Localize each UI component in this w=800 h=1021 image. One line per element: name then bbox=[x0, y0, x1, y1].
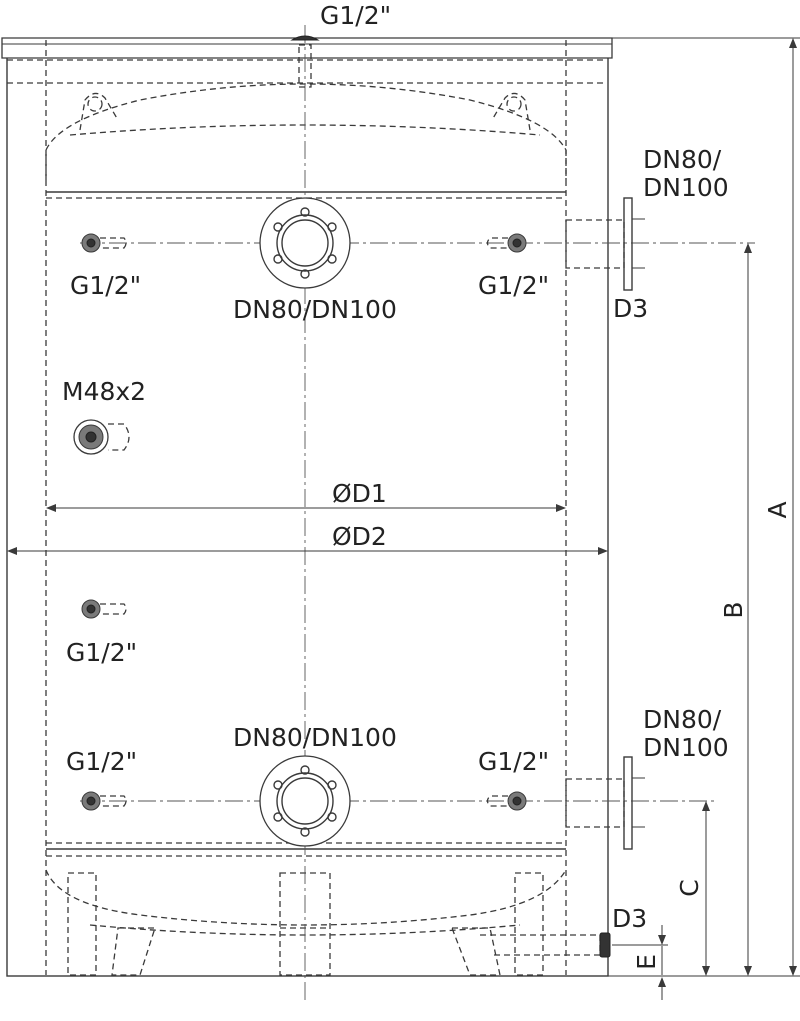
front-flange-top bbox=[259, 197, 351, 289]
outer-jacket bbox=[1, 37, 613, 977]
socket-upper-right bbox=[486, 233, 527, 253]
socket-middle-left bbox=[81, 599, 127, 619]
side-flange-top-label: DN80/ DN100 bbox=[643, 145, 729, 202]
top-connection-label: G1/2" bbox=[320, 1, 391, 30]
socket-lower-right-label: G1/2" bbox=[478, 747, 549, 776]
side-flange-bottom-label-line1: DN80/ bbox=[643, 705, 722, 734]
diameter-d2-label: ØD2 bbox=[332, 522, 387, 551]
side-flange-bottom-label: DN80/ DN100 bbox=[643, 705, 729, 762]
socket-upper-left bbox=[81, 233, 127, 253]
diameter-d1-label: ØD1 bbox=[332, 479, 387, 508]
drain-pipe bbox=[480, 932, 668, 958]
socket-middle-left-label: G1/2" bbox=[66, 638, 137, 667]
d3-lower-label: D3 bbox=[612, 904, 647, 933]
side-flange-top bbox=[565, 197, 645, 291]
side-flange-top-label-line1: DN80/ bbox=[643, 145, 722, 174]
dimension-lines bbox=[608, 37, 800, 1000]
side-flange-top-label-line2: DN100 bbox=[643, 173, 729, 202]
socket-lower-left-label: G1/2" bbox=[66, 747, 137, 776]
dimension-e-label: E bbox=[632, 954, 661, 970]
front-flange-bottom bbox=[259, 755, 351, 847]
front-flange-bottom-label: DN80/DN100 bbox=[233, 723, 397, 752]
d3-upper-label: D3 bbox=[613, 294, 648, 323]
side-flange-bottom bbox=[565, 756, 645, 850]
dimension-a-label: A bbox=[763, 501, 792, 518]
socket-upper-left-label: G1/2" bbox=[70, 271, 141, 300]
tank-legs bbox=[67, 872, 544, 976]
socket-lower-left bbox=[81, 791, 127, 811]
side-flange-bottom-label-line2: DN100 bbox=[643, 733, 729, 762]
dimension-b-label: B bbox=[719, 601, 748, 618]
heater-socket bbox=[73, 419, 130, 455]
top-connection bbox=[290, 35, 320, 88]
dimension-c-label: C bbox=[675, 879, 704, 896]
socket-upper-right-label: G1/2" bbox=[478, 271, 549, 300]
front-flange-top-label: DN80/DN100 bbox=[233, 295, 397, 324]
heater-socket-label: M48x2 bbox=[62, 377, 146, 406]
socket-lower-right bbox=[486, 791, 527, 811]
